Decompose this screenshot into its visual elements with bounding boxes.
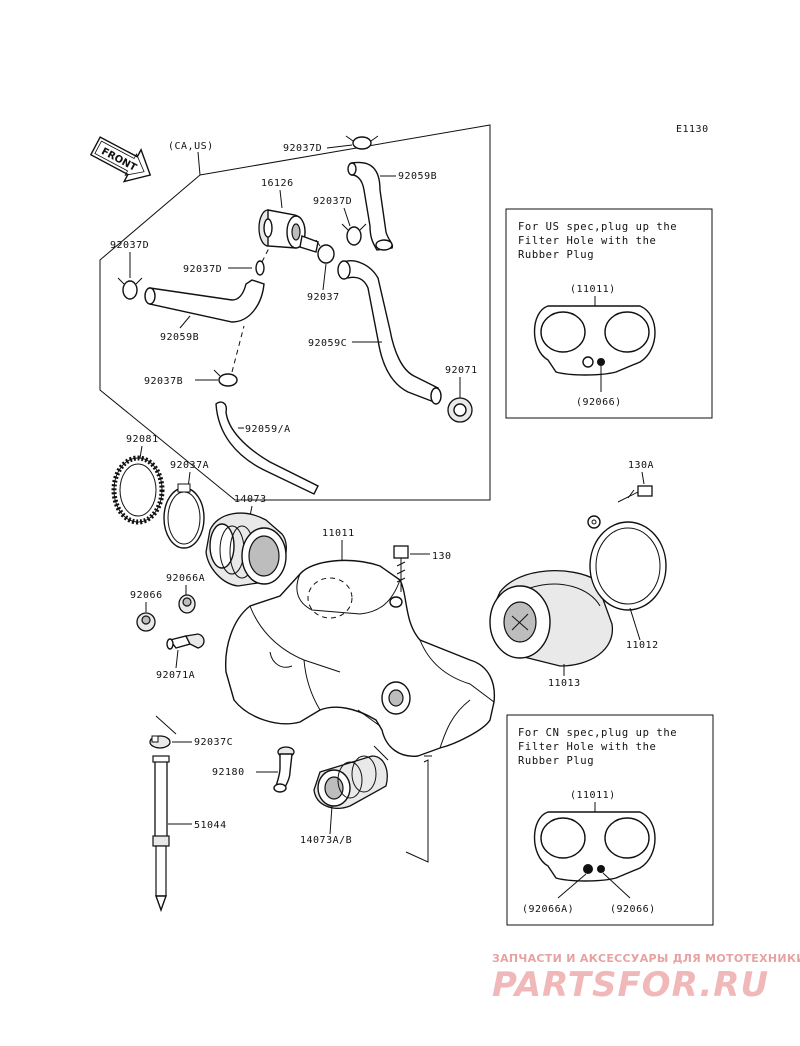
cn-note-line-2: Filter Hole with the (518, 741, 656, 753)
label-92066: 92066 (130, 590, 163, 601)
ca-us-group-outline (99, 124, 491, 501)
watermark-tagline: ЗАПЧАСТИ И АКСЕССУАРЫ ДЛЯ МОТОТЕХНИКИ (492, 952, 800, 965)
label-92059b-top: 92059B (398, 171, 437, 182)
us-note-line-3: Rubber Plug (518, 249, 594, 261)
cn-note-line-3: Rubber Plug (518, 755, 594, 767)
us-plug-label: (92066) (576, 397, 622, 408)
tube-92059a (215, 401, 319, 495)
label-92066a: 92066A (166, 573, 205, 584)
duct-14073ab (313, 755, 388, 809)
clip-92037 (315, 239, 335, 264)
label-92180: 92180 (212, 767, 245, 778)
label-92037c: 92037C (194, 737, 233, 748)
label-92037d-small: 92037D (183, 264, 222, 275)
cn-part-label: (11011) (570, 790, 616, 801)
label-92037d-left: 92037D (110, 240, 149, 251)
spring-92081 (111, 455, 165, 525)
clip-92037d-left (117, 277, 143, 300)
hose-92059c (337, 260, 442, 405)
hose-92059b-left (144, 279, 265, 323)
airbox-housing-11011 (225, 559, 496, 757)
label-92081: 92081 (126, 434, 159, 445)
filter-element-11013 (489, 570, 613, 667)
grommet-92071 (447, 397, 473, 423)
hose-92059b-top (347, 161, 394, 251)
us-part-label: (11011) (570, 284, 616, 295)
cn-plug-dot-b (597, 865, 605, 873)
label-92037: 92037 (307, 292, 340, 303)
us-plug-dot (597, 358, 605, 366)
clip-92037c (149, 735, 171, 749)
bolt-130 (393, 545, 409, 592)
label-92059a: 92059/A (245, 424, 291, 435)
label-11013: 11013 (548, 678, 581, 689)
us-note-line-2: Filter Hole with the (518, 235, 656, 247)
fitting-92180 (273, 746, 295, 793)
bolt-130a (617, 485, 653, 503)
clip-92037b (213, 369, 238, 387)
elbow-92071a (166, 633, 205, 650)
cn-note-line-1: For CN spec,plug up the (518, 727, 677, 739)
clip-92037d-top (345, 135, 379, 150)
drain-tube-51044 (152, 755, 170, 913)
label-11011: 11011 (322, 528, 355, 539)
label-16126: 16126 (261, 178, 294, 189)
label-14073: 14073 (234, 494, 267, 505)
boot-14073 (205, 512, 287, 587)
label-130: 130 (432, 551, 452, 562)
cn-plug-dot-a (583, 864, 593, 874)
label-92059b-left: 92059B (160, 332, 199, 343)
cover-ring-11012 (587, 515, 667, 611)
watermark-logo: PARTSFOR.RU (492, 965, 769, 1005)
label-92037d-top: 92037D (283, 143, 322, 154)
label-92059c: 92059C (308, 338, 347, 349)
label-11012: 11012 (626, 640, 659, 651)
watermark: ЗАПЧАСТИ И АКСЕССУАРЫ ДЛЯ МОТОТЕХНИКИ PA… (492, 952, 800, 1005)
plug-92066a (178, 594, 196, 614)
us-spec-note: For US spec,plug up the Filter Hole with… (505, 208, 713, 419)
label-14073ab: 14073A/B (300, 835, 352, 846)
label-130a: 130A (628, 460, 654, 471)
cn-plug-label-a: (92066A) (522, 904, 574, 915)
variant-label: (CA,US) (168, 141, 214, 152)
label-51044: 51044 (194, 820, 227, 831)
clip-92037d-mid (341, 223, 367, 246)
cn-spec-note: For CN spec,plug up the Filter Hole with… (506, 714, 714, 926)
cn-plug-label-b: (92066) (610, 904, 656, 915)
clamp-92037a (163, 483, 205, 549)
label-92071: 92071 (445, 365, 478, 376)
front-arrow-icon: FRONT (89, 136, 152, 183)
valve-16126 (258, 209, 319, 253)
us-note-line-1: For US spec,plug up the (518, 221, 677, 233)
plug-92066 (136, 612, 156, 632)
label-92037d-mid: 92037D (313, 196, 352, 207)
label-92037b: 92037B (144, 376, 183, 387)
label-92071a: 92071A (156, 670, 195, 681)
label-92037a: 92037A (170, 460, 209, 471)
clip-92037d-small (255, 260, 265, 276)
diagram-code: E1130 (676, 124, 709, 135)
